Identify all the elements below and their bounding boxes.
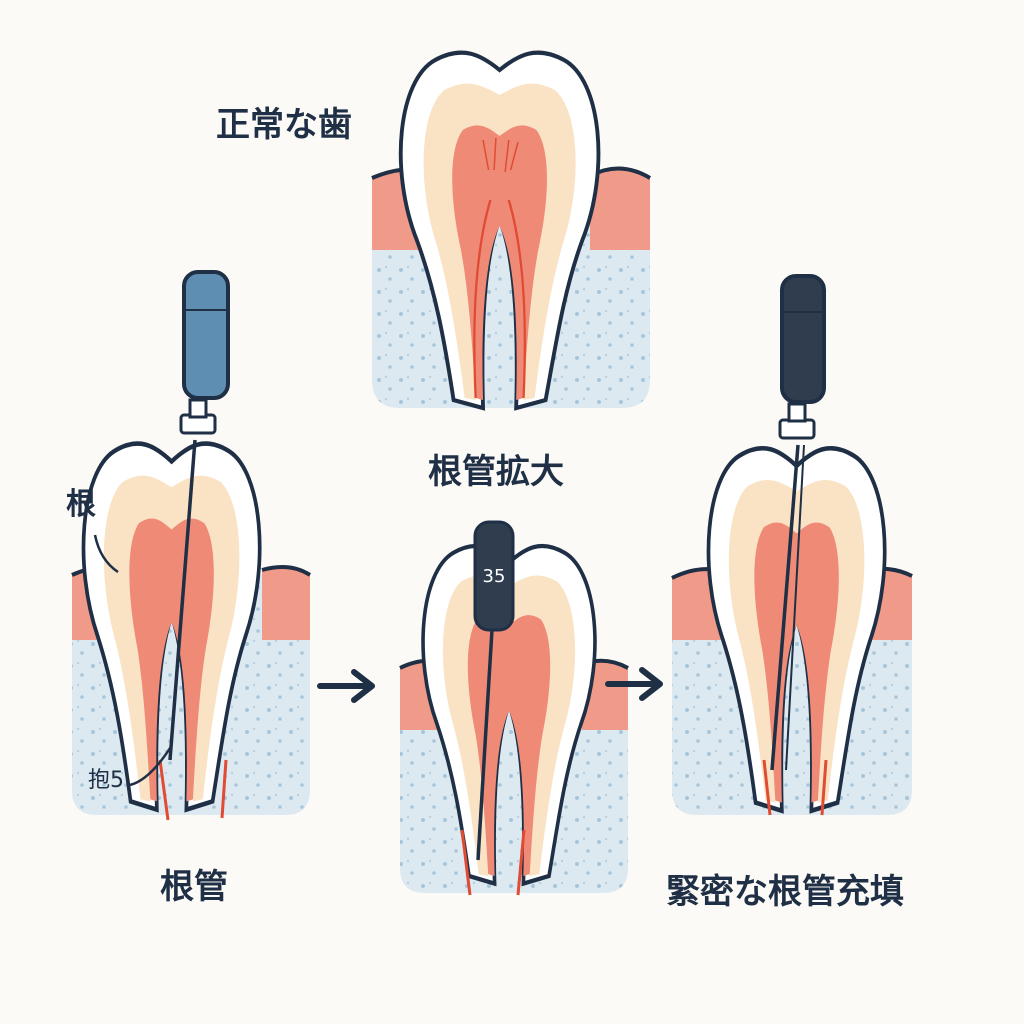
arrow-right-icon xyxy=(317,669,375,703)
tight-filling-panel xyxy=(671,274,913,816)
file-size-mark: 35 xyxy=(483,566,506,587)
canal-enlargement-panel: 35 xyxy=(399,520,629,896)
endodontic-file-icon: 35 xyxy=(473,520,515,861)
file-callout-label: 抱5 xyxy=(88,768,124,793)
tight-filling-label: 緊密な根管充填 xyxy=(666,872,904,912)
normal-tooth-label: 正常な歯 xyxy=(216,105,352,145)
normal-tooth-panel xyxy=(371,53,652,408)
endodontic-file-icon xyxy=(168,270,230,761)
normal-tooth xyxy=(401,53,599,408)
root-canal-panel xyxy=(71,270,312,821)
root-callout-line xyxy=(93,534,119,574)
canal-enlargement-label: 根管拡大 xyxy=(428,452,564,492)
file-callout-line xyxy=(129,744,174,787)
root-canal-label: 根管 xyxy=(160,867,228,907)
endodontic-file-icon xyxy=(770,274,826,771)
root-callout-label: 根 xyxy=(66,487,96,522)
arrow-right-icon xyxy=(605,667,663,701)
